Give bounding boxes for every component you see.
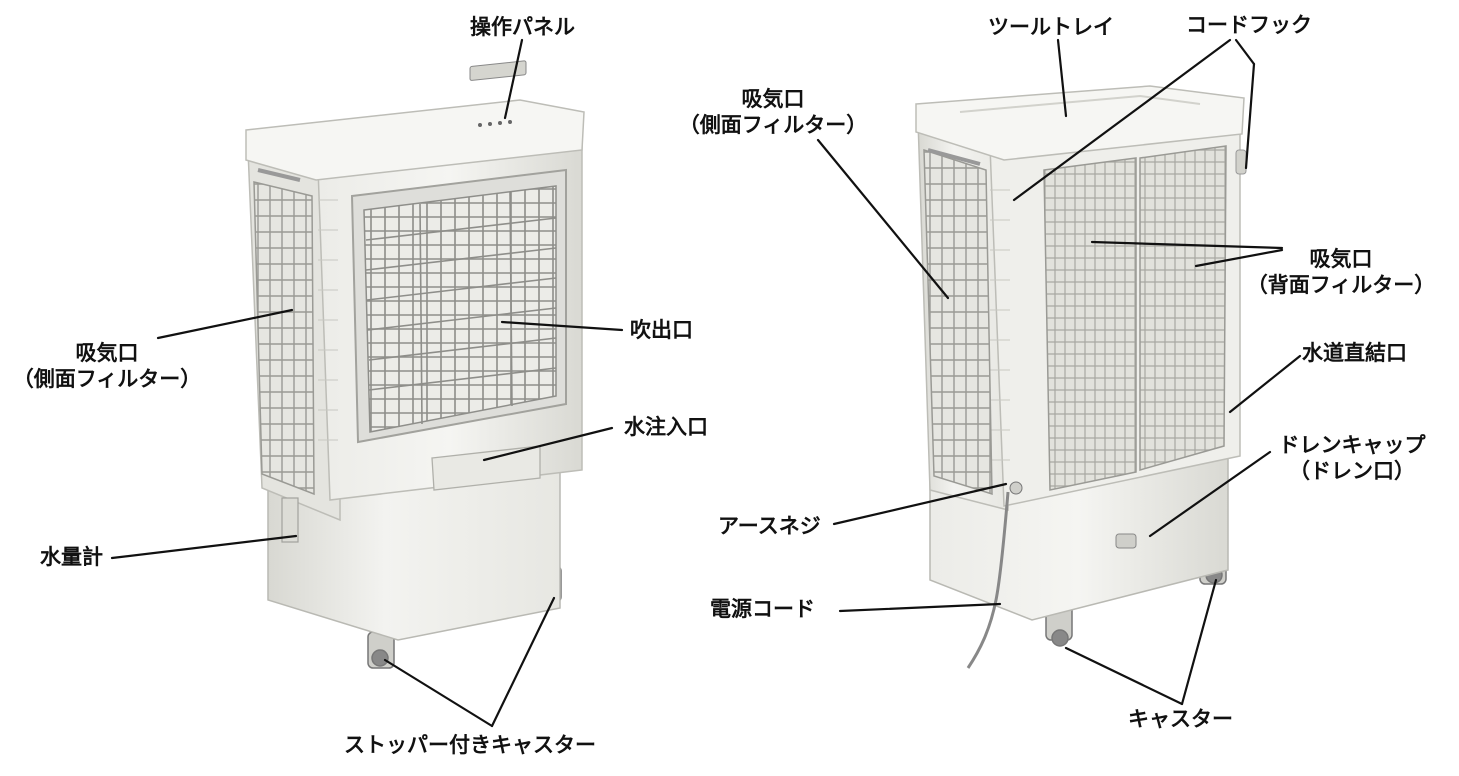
label-intake-back: 吸気口 （背面フィルター） <box>1236 246 1446 298</box>
leader-lines <box>110 38 1302 728</box>
label-line: 吸気口 <box>741 87 805 111</box>
label-line: 吸気口 <box>1309 247 1373 271</box>
label-line: （ドレン口） <box>1289 459 1415 483</box>
label-water-gauge: 水量計 <box>40 545 103 569</box>
label-line: ドレンキャップ <box>1278 433 1426 457</box>
label-line: 吸気口 <box>75 341 139 365</box>
label-line: （側面フィルター） <box>12 367 202 391</box>
label-cord-hook: コードフック <box>1186 13 1312 37</box>
label-tool-tray: ツールトレイ <box>988 15 1114 39</box>
label-earth-screw: アースネジ <box>718 514 821 538</box>
label-intake-side-front-view: 吸気口 （側面フィルター） <box>0 340 214 392</box>
label-intake-side-rear-view: 吸気口 （側面フィルター） <box>668 86 878 138</box>
label-line: （側面フィルター） <box>678 113 868 137</box>
label-drain-cap: ドレンキャップ （ドレン口） <box>1262 432 1442 484</box>
label-water-direct-port: 水道直結口 <box>1302 341 1407 365</box>
label-outlet: 吹出口 <box>630 318 693 342</box>
label-power-cord: 電源コード <box>710 597 815 621</box>
label-stopper-casters: ストッパー付きキャスター <box>344 733 596 757</box>
rear-view-unit <box>915 85 1247 669</box>
label-line: （背面フィルター） <box>1246 273 1436 297</box>
label-casters: キャスター <box>1128 707 1233 731</box>
front-view-unit <box>245 60 585 669</box>
label-control-panel: 操作パネル <box>470 15 575 39</box>
label-water-inlet: 水注入口 <box>624 415 708 439</box>
